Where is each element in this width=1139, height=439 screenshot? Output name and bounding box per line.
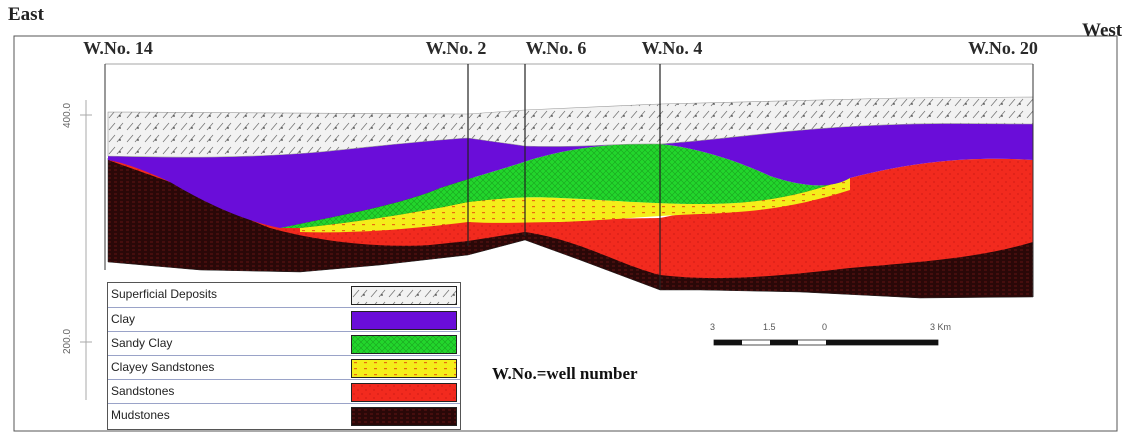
scale-label: 3 Km [930,322,952,332]
well-number-note: W.No.=well number [492,364,638,383]
well-label-14: W.No. 14 [83,38,153,58]
clay-layer [108,123,1033,228]
legend-label: Clay [111,312,136,326]
well-label-6: W.No. 6 [525,38,587,58]
legend-swatch [351,286,457,305]
legend-swatch [351,407,457,426]
scale-label: 3 [710,322,716,332]
legend-swatch [351,383,457,402]
west-label: West [1082,20,1123,41]
legend-swatch [351,311,457,330]
well-label-4: W.No. 4 [641,38,703,58]
axis-tick-label-400: 400.0 [62,102,73,128]
legend: Superficial Deposits Clay Sandy Clay Cla… [107,282,461,430]
legend-item-clayey-sandstones: Clayey Sandstones [108,355,460,380]
legend-label: Superficial Deposits [111,287,218,301]
legend-item-mudstones: Mudstones [108,403,460,428]
legend-label: Sandstones [111,384,175,398]
legend-item-sandstones: Sandstones [108,379,460,404]
axis-tick-label-200: 200.0 [62,328,73,354]
legend-item-superficial: Superficial Deposits [108,283,460,307]
east-label: East [8,4,44,25]
scale-label: 0 [822,322,828,332]
legend-label: Clayey Sandstones [111,360,215,374]
superficial-deposits-layer [107,96,1034,158]
sandstones-layer [108,158,1033,279]
well-label-2: W.No. 2 [425,38,487,58]
scale-label: 1.5 [763,322,776,332]
legend-label: Sandy Clay [111,336,173,350]
legend-label: Mudstones [111,408,170,422]
legend-item-clay: Clay [108,307,460,332]
legend-swatch [351,359,457,378]
outer-frame [13,35,1118,432]
scale-bar [713,339,939,346]
legend-swatch [351,335,457,354]
clayey-sandstones-layer [300,178,850,233]
legend-item-sandy-clay: Sandy Clay [108,331,460,356]
well-label-20: W.No. 20 [968,38,1038,58]
sandy-clay-layer [280,143,850,228]
